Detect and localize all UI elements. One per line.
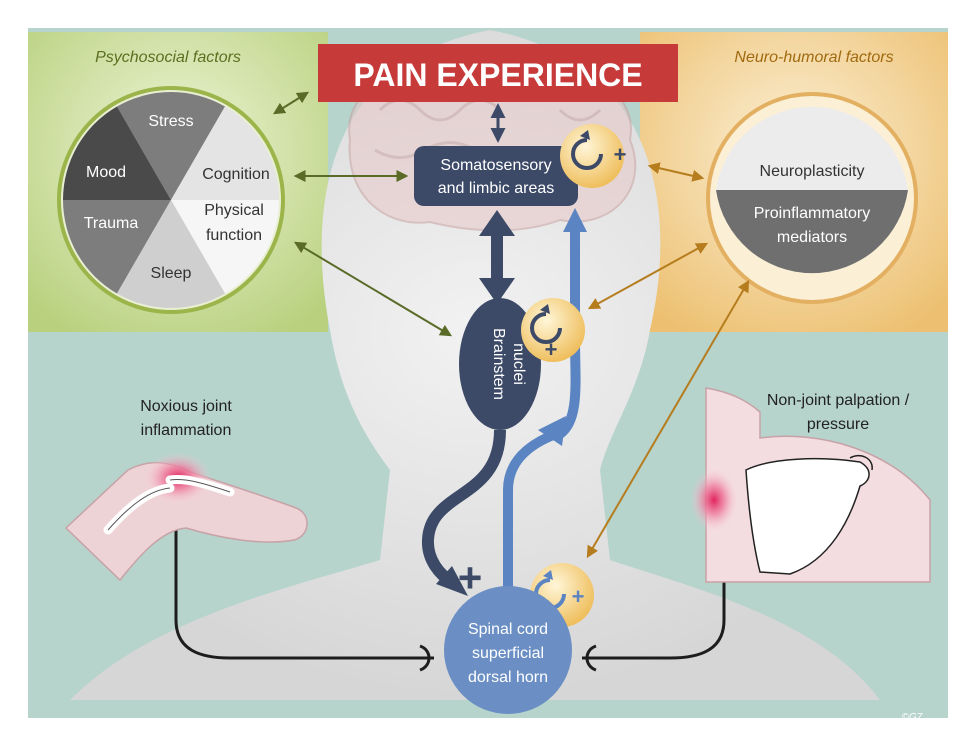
neurohumoral-circle: Neuroplasticity Proinflammatory mediator… (708, 94, 916, 302)
svg-text:+: + (545, 337, 558, 362)
neuroplasticity-label: Neuroplasticity (760, 163, 865, 180)
title-banner: PAIN EXPERIENCE (318, 44, 678, 102)
pie-label-trauma: Trauma (84, 215, 139, 232)
pie-label-stress: Stress (148, 113, 193, 130)
brainstem-line1: Brainstem (490, 328, 507, 400)
nonjoint-line1: Non-joint palpation / (767, 392, 910, 409)
proinflammatory-line2: mediators (777, 229, 847, 246)
brainstem-line2: nuclei (510, 343, 527, 385)
noxious-line1: Noxious joint (140, 398, 232, 415)
proinflammatory-line1: Proinflammatory (754, 205, 870, 222)
nonjoint-line2: pressure (807, 416, 869, 433)
feedback-loop-brainstem: + (521, 298, 585, 362)
somatosensory-line1: Somatosensory (440, 157, 551, 174)
page-title: PAIN EXPERIENCE (353, 57, 642, 93)
neurohumoral-title: Neuro-humoral factors (734, 49, 893, 66)
svg-text:+: + (614, 142, 627, 167)
signature-mark: ©G7 (902, 712, 923, 723)
pie-label-cognition: Cognition (202, 166, 270, 183)
somatosensory-line2: and limbic areas (438, 180, 555, 197)
noxious-line2: inflammation (141, 422, 232, 439)
psychosocial-pie: Stress Mood Cognition Trauma Physical fu… (59, 88, 283, 312)
pie-label-mood: Mood (86, 164, 126, 181)
spinal-line3: dorsal horn (468, 669, 548, 686)
pie-label-sleep: Sleep (151, 265, 192, 282)
somatosensory-node: Somatosensory and limbic areas (414, 146, 578, 206)
spinal-line1: Spinal cord (468, 621, 548, 638)
psychosocial-title: Psychosocial factors (95, 49, 241, 66)
pie-label-physical-line1: Physical (204, 202, 264, 219)
spinal-cord-node: Spinal cord superficial dorsal horn (444, 586, 572, 714)
spinal-line2: superficial (472, 645, 544, 662)
svg-text:+: + (572, 584, 585, 609)
pie-label-physical-line2: function (206, 227, 262, 244)
